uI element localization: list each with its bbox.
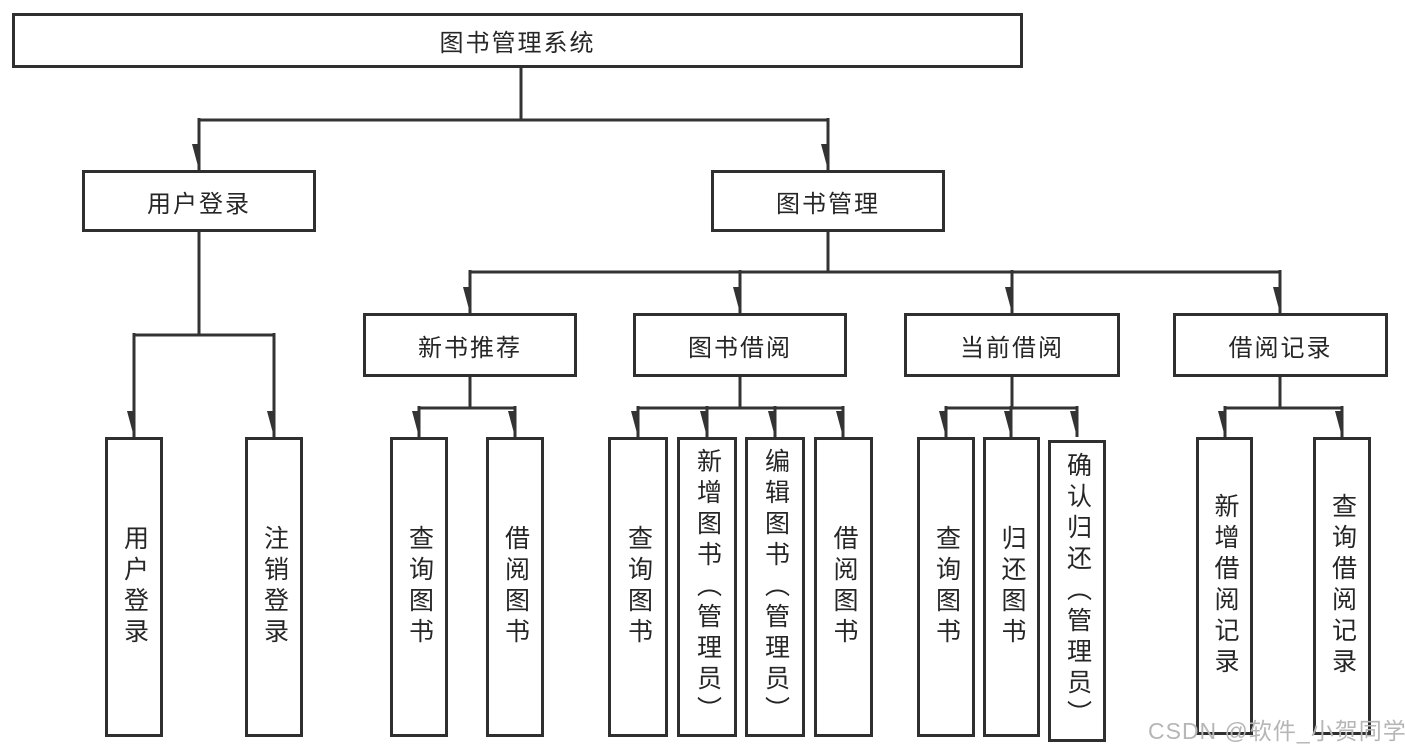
leaf-recommend-query-books: 查询图书 <box>390 437 448 737</box>
leaf-records-add-record: 新增借阅记录 <box>1196 437 1253 735</box>
node-current-borrowing: 当前借阅 <box>904 313 1120 377</box>
leaf-records-query-record: 查询借阅记录 <box>1313 437 1371 735</box>
leaf-current-return-books: 归还图书 <box>983 437 1040 737</box>
node-user-login-module: 用户登录 <box>82 170 316 232</box>
csdn-watermark: CSDN @软件_小贺同学 <box>1148 718 1405 744</box>
leaf-borrowing-borrow-books: 借阅图书 <box>814 437 873 737</box>
leaf-current-confirm-return-admin: 确认归还（管理员） <box>1048 440 1106 742</box>
leaf-recommend-borrow-books: 借阅图书 <box>486 437 544 737</box>
node-book-management-module: 图书管理 <box>711 170 945 232</box>
node-borrowing-records: 借阅记录 <box>1173 313 1388 377</box>
node-library-management-system: 图书管理系统 <box>12 13 1023 68</box>
leaf-borrowing-add-books-admin: 新增图书（管理员） <box>677 437 737 737</box>
leaf-borrowing-query-books: 查询图书 <box>608 437 668 737</box>
node-book-borrowing: 图书借阅 <box>633 313 847 377</box>
leaf-borrowing-edit-books-admin: 编辑图书（管理员） <box>745 437 805 737</box>
node-new-book-recommend: 新书推荐 <box>363 313 577 377</box>
leaf-current-query-books: 查询图书 <box>917 437 975 737</box>
leaf-user-login: 用户登录 <box>105 437 163 737</box>
leaf-logout: 注销登录 <box>245 437 303 737</box>
